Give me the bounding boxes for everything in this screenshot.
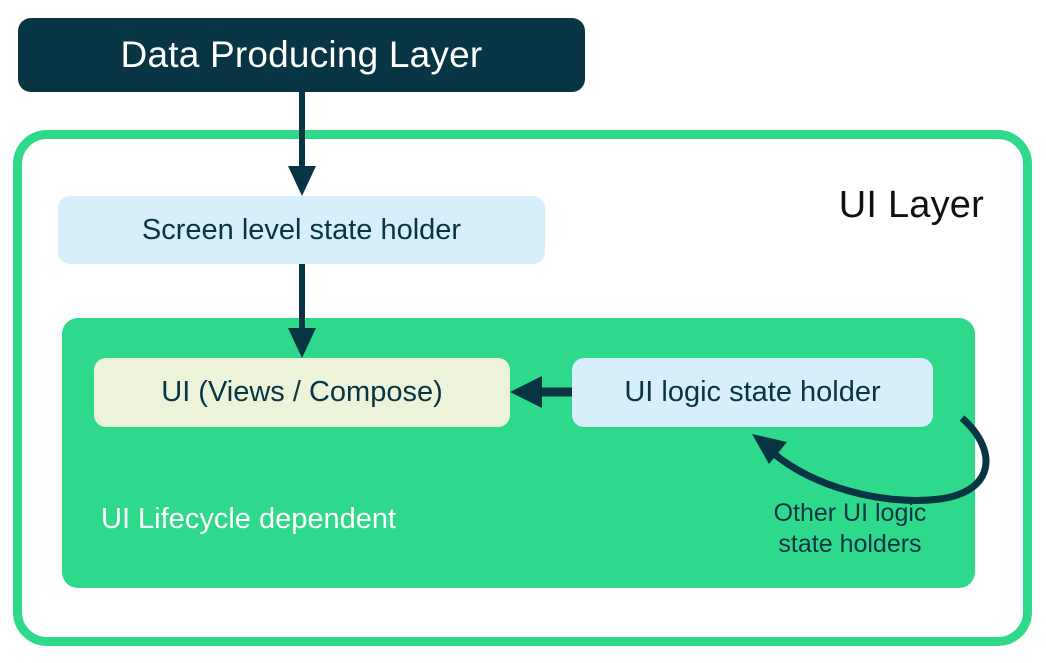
node-data-producing-layer[interactable]: Data Producing Layer <box>18 18 585 92</box>
arrow-screen-state-holder-to-ui <box>288 264 316 358</box>
node-ui-views-compose[interactable]: UI (Views / Compose) <box>94 358 510 427</box>
arrow-ui-logic-state-holder-self-loop <box>752 415 990 504</box>
arrow-shaft <box>769 415 990 504</box>
ui-lifecycle-dependent-label: UI Lifecycle dependent <box>101 503 397 535</box>
arrow-head <box>288 166 316 196</box>
arrow-ui-logic-state-holder-to-ui <box>510 376 572 408</box>
screen-level-state-holder-label: Screen level state holder <box>141 213 462 246</box>
ui-logic-state-holder-label: UI logic state holder <box>624 376 881 409</box>
arrow-head <box>510 376 542 408</box>
node-ui-logic-state-holder[interactable]: UI logic state holder <box>572 358 933 427</box>
ui-layer-title: UI Layer <box>838 184 984 226</box>
arrow-head <box>752 434 787 464</box>
node-screen-level-state-holder[interactable]: Screen level state holder <box>58 196 545 264</box>
arrow-head <box>288 328 316 358</box>
other-ui-logic-caption-line2: state holders <box>778 529 922 558</box>
other-ui-logic-caption-line1: Other UI logic <box>773 499 927 527</box>
data-producing-layer-label: Data Producing Layer <box>120 33 483 75</box>
node-ui-layer-container[interactable] <box>13 130 1032 646</box>
other-ui-logic-state-holders-caption: Other UI logic state holders <box>742 498 958 559</box>
arrow-data-producing-to-screen-state-holder <box>288 92 316 196</box>
ui-views-compose-label: UI (Views / Compose) <box>161 376 443 409</box>
